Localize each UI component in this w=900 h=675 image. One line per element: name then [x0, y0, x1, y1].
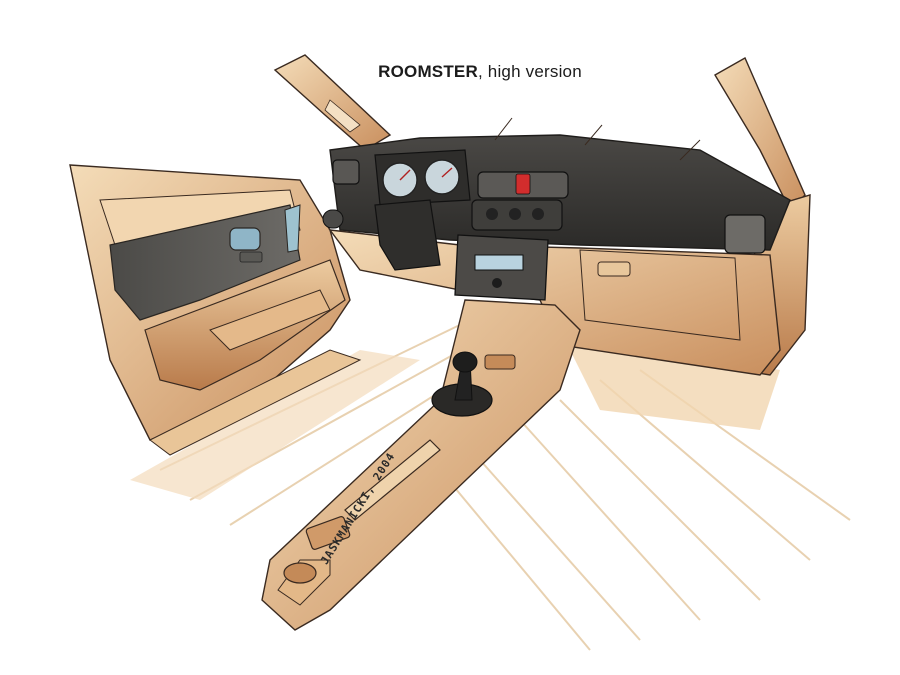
fan-knob-icon — [509, 208, 521, 220]
cup-holder-icon — [283, 562, 317, 584]
radio-unit — [454, 234, 549, 301]
console-cup-holder-icon — [484, 354, 516, 370]
steering-column — [374, 199, 441, 271]
door-sill — [149, 349, 362, 456]
glovebox-handle-icon — [597, 261, 631, 277]
handbrake-lever-icon — [344, 439, 441, 521]
temperature-knob-icon — [486, 208, 498, 220]
driver-door — [69, 164, 351, 441]
radio-display-icon — [474, 254, 524, 271]
floor-wash-left — [130, 350, 420, 500]
hazard-button-icon — [515, 173, 531, 195]
radio-volume-knob-icon — [492, 278, 502, 288]
window-switch-icon — [239, 251, 263, 263]
model-variant: , high version — [477, 62, 582, 81]
door-handle-icon — [229, 227, 261, 251]
glovebox — [579, 249, 741, 341]
airflow-knob-icon — [532, 208, 544, 220]
center-vents — [477, 171, 569, 199]
left-air-vent-icon — [332, 159, 360, 185]
storage-tray-icon — [305, 516, 351, 550]
climate-controls — [471, 199, 563, 231]
headlight-switch-icon — [322, 209, 344, 229]
floor-wash-right — [560, 330, 780, 430]
right-air-vent-icon — [724, 214, 766, 254]
instrument-cluster — [374, 149, 471, 206]
callout-arrows — [494, 117, 701, 161]
center-console — [261, 299, 581, 631]
sketch-title: ROOMSTER, high version — [330, 62, 630, 82]
gear-knob-icon — [452, 351, 478, 373]
model-name: ROOMSTER — [378, 62, 478, 81]
